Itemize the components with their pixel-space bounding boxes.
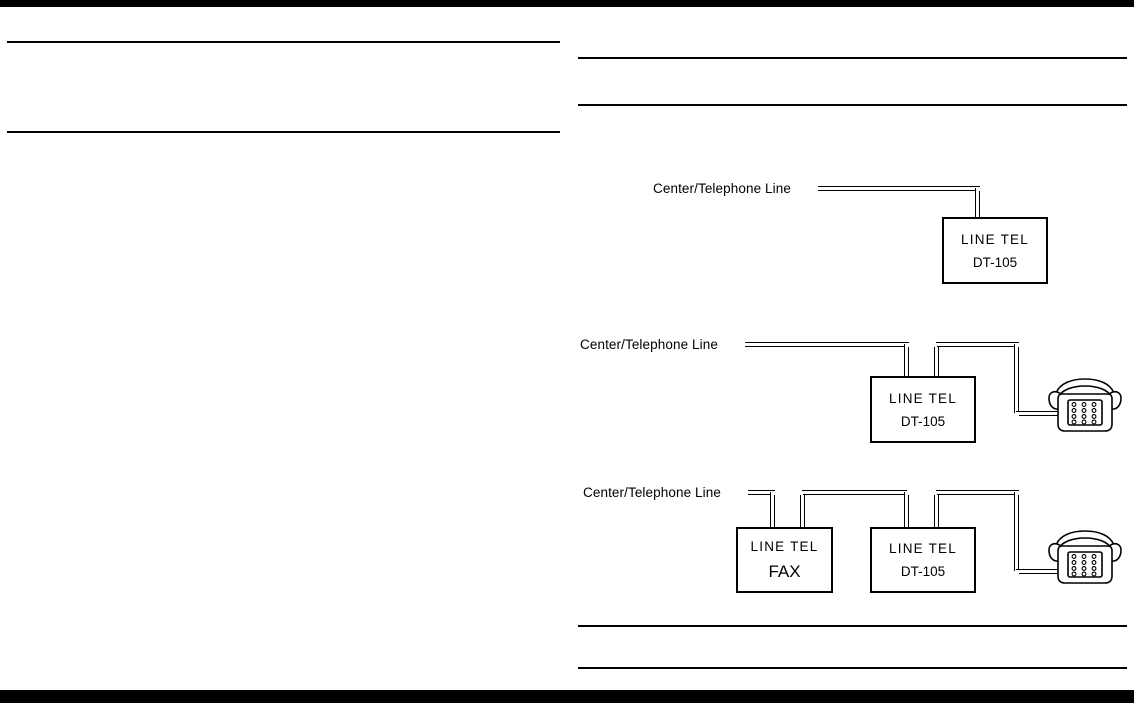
diagram1-device-ports: LINE TEL [961,231,1029,247]
diagram2-telephone-icon [1042,376,1128,436]
page-top-black-bar [0,0,1134,7]
diagram3-cable-dt-line-vertical [904,492,909,530]
diagram1-device-model: DT-105 [972,254,1018,270]
diagram2-cable-tel-corner-top-right [1015,343,1019,347]
diagram2-device-model: DT-105 [900,413,946,429]
diagram3-device-dt105: LINE TEL DT-105 [870,527,976,593]
diagram3-cable-dt-tel-vertical-up [934,492,939,530]
diagram3-cable-dt-tel-horizontal-bottom [1016,569,1068,574]
diagram1-cable-vertical [975,188,980,219]
diagram3-cable-line-vertical [770,492,775,530]
diagram2-device-ports: LINE TEL [889,390,957,406]
diagram3-cable-fax-to-dt-horizontal [802,490,907,495]
diagram3-cable-line-corner [771,491,775,495]
diagram3-cable-line-horizontal [748,490,775,495]
diagram3-cable-fax-tel-vertical [800,492,805,530]
diagram2-cable-line-horizontal [745,342,909,347]
diagram2-line-label: Center/Telephone Line [580,337,718,352]
diagram3-cable-dt-tel-vertical-down [1014,492,1019,571]
diagram2-cable-tel-corner-top-left [934,343,938,347]
left-column-rule-top [7,41,560,43]
right-column-rule-3 [578,625,1127,627]
diagram3-device-dt105-model: DT-105 [900,564,946,579]
diagram1-cable-horizontal [818,186,980,191]
diagram3-cable-dt-tel-corner-bottom [1015,570,1019,574]
diagram3-device-fax-ports: LINE TEL [750,538,819,554]
page-bottom-black-bar [0,690,1134,703]
right-column-rule-2 [578,104,1127,106]
diagram3-device-fax: LINE TEL FAX [736,527,833,593]
diagram3-device-fax-model: FAX [768,561,801,581]
diagram3-device-dt105-ports: LINE TEL [889,541,957,556]
diagram1-device-dt105: LINE TEL DT-105 [942,217,1048,284]
diagram2-cable-tel-horizontal-bottom [1016,411,1068,416]
diagram2-cable-line-vertical [904,344,909,376]
diagram3-cable-dt-tel-horizontal-top [936,490,1019,495]
diagram2-cable-tel-corner-bottom [1015,412,1019,416]
diagram3-line-label: Center/Telephone Line [583,485,721,500]
right-column-rule-1 [578,57,1127,59]
diagram2-cable-tel-vertical-up [934,344,939,376]
diagram3-cable-dt-tel-corner-top-left [934,491,938,495]
diagram3-cable-dt-line-corner [905,491,909,495]
left-column-rule-bottom [7,131,560,133]
diagram2-cable-tel-horizontal-top [936,342,1019,347]
diagram3-telephone-icon [1042,525,1128,591]
diagram2-device-dt105: LINE TEL DT-105 [870,376,976,443]
diagram3-cable-fax-corner [800,491,804,495]
diagram2-cable-tel-vertical-down [1014,344,1019,413]
diagram1-line-label: Center/Telephone Line [653,181,791,196]
right-column-rule-4 [578,667,1127,669]
diagram1-cable-corner [976,187,980,191]
diagram3-cable-dt-tel-corner-top-right [1015,491,1019,495]
diagram2-cable-line-corner [905,343,909,347]
